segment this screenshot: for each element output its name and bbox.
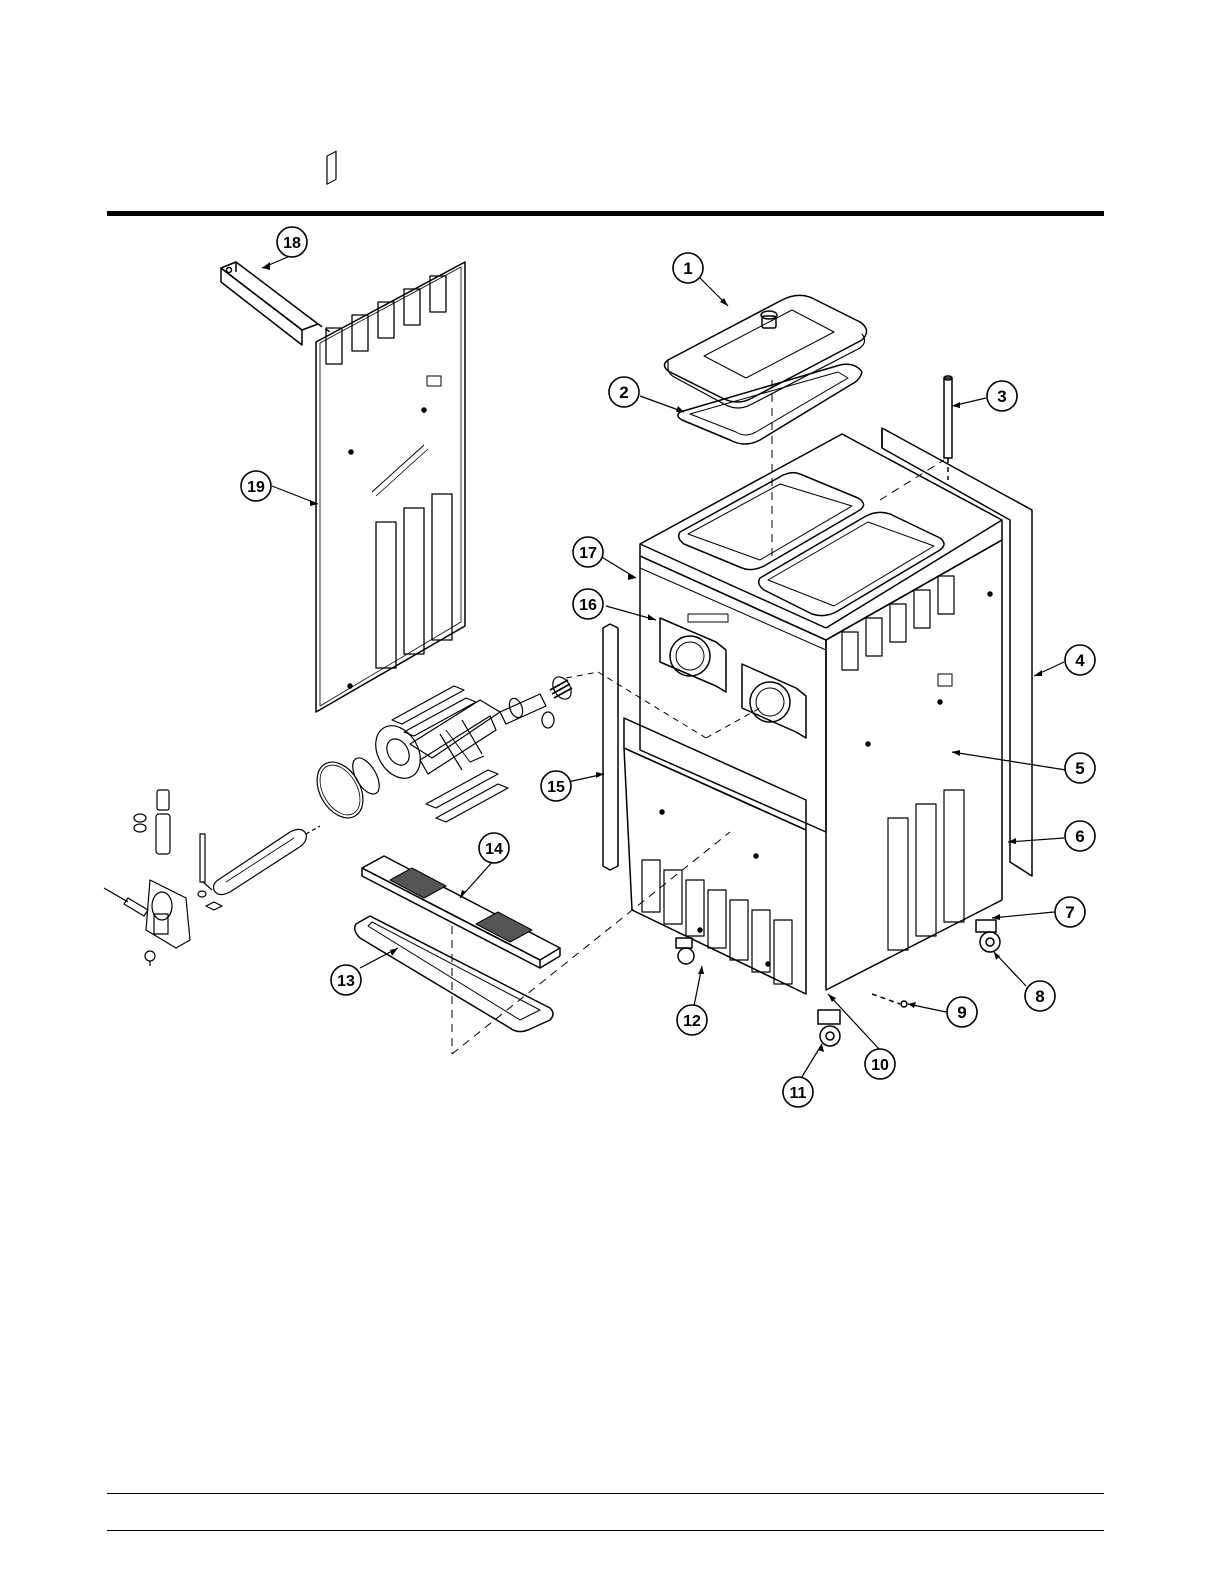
callout-number: 8	[1035, 987, 1044, 1006]
trim-strip	[603, 624, 618, 870]
callout-number: 14	[485, 841, 503, 858]
callout-number: 16	[579, 597, 597, 614]
callout-number: 7	[1065, 903, 1074, 922]
callout-number: 6	[1075, 827, 1084, 846]
callout-1: 1	[673, 253, 703, 283]
draw-valve-assembly	[104, 790, 320, 966]
callout-number: 10	[871, 1057, 889, 1074]
callout-3: 3	[987, 381, 1017, 411]
callout-15: 15	[541, 771, 571, 801]
callout-number: 13	[337, 973, 355, 990]
callout-18: 18	[277, 227, 307, 257]
callout-number: 1	[683, 259, 692, 278]
callout-14: 14	[479, 833, 509, 863]
callout-4: 4	[1065, 645, 1095, 675]
rear-panel	[316, 151, 465, 712]
callout-number: 3	[997, 387, 1006, 406]
callout-number: 15	[547, 779, 565, 796]
callout-6: 6	[1065, 821, 1095, 851]
front-caster-left	[676, 938, 694, 964]
bracket	[221, 262, 330, 345]
callout-number: 18	[283, 235, 301, 252]
callout-number: 17	[579, 545, 597, 562]
callout-2: 2	[609, 377, 639, 407]
rear-panel-top-louvers	[326, 276, 446, 364]
callout-number: 11	[790, 1085, 807, 1102]
callout-8: 8	[1025, 981, 1055, 1011]
callout-9: 9	[947, 997, 977, 1027]
callout-13: 13	[331, 965, 361, 995]
callout-number: 19	[247, 479, 265, 496]
rear-panel-bottom-louvers	[376, 494, 452, 668]
callout-number: 2	[619, 383, 628, 402]
callout-number: 9	[957, 1003, 966, 1022]
front-caster-right	[818, 1010, 840, 1046]
callout-5: 5	[1065, 753, 1095, 783]
callout-16: 16	[573, 589, 603, 619]
lid-gasket	[678, 364, 862, 444]
leader-arrowheads	[262, 262, 1042, 1052]
cabinet-side-upper-louvers	[842, 576, 954, 670]
callout-10: 10	[865, 1049, 895, 1079]
freezer-door-right	[742, 664, 806, 738]
main-cabinet	[624, 434, 1002, 1046]
callout-7: 7	[1055, 897, 1085, 927]
callout-19: 19	[241, 471, 271, 501]
hopper-lid	[664, 295, 866, 408]
callout-number: 4	[1075, 651, 1085, 670]
freezer-door-left	[660, 618, 726, 692]
callout-number: 5	[1075, 759, 1084, 778]
rear-caster	[976, 920, 1000, 952]
callout-17: 17	[573, 537, 603, 567]
callout-12: 12	[677, 1005, 707, 1035]
callout-11: 11	[783, 1077, 813, 1107]
callout-number: 12	[683, 1013, 701, 1030]
